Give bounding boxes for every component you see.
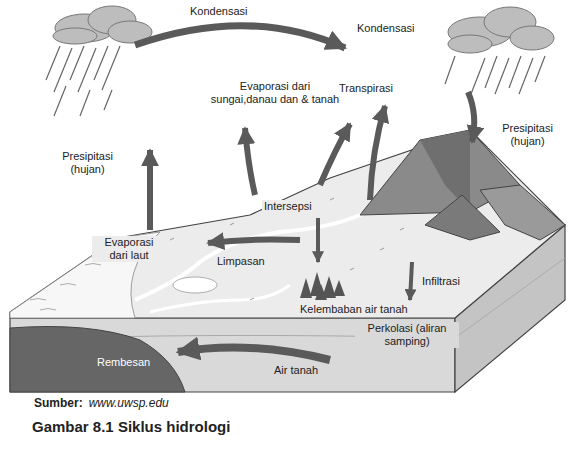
river — [150, 285, 290, 312]
process-label: Air tanah — [272, 364, 320, 377]
process-label: Rembesan — [95, 356, 152, 369]
trees — [300, 272, 345, 300]
land-surface — [10, 130, 565, 318]
process-label: Limpasan — [215, 255, 267, 268]
process-label: Infiltrasi — [420, 275, 462, 288]
cloud — [53, 6, 152, 44]
process-label: Evaporasi dari laut — [92, 236, 166, 262]
process-label: Intersepsi — [262, 200, 314, 213]
rain — [46, 46, 120, 116]
seepage-region — [10, 327, 185, 393]
ocean-waves — [30, 264, 101, 311]
process-label: Transpirasi — [337, 82, 395, 95]
process-label: Evaporasi dari sungai,danau dan & tanah — [205, 80, 345, 106]
process-label: Presipitasi (hujan) — [48, 150, 127, 176]
rain — [445, 56, 545, 94]
process-label: Kelembaban air tanah — [298, 303, 410, 316]
cloud — [448, 7, 554, 53]
process-label: Kondensasi — [188, 5, 250, 18]
flow-arrow — [135, 26, 474, 360]
source-label: Sumber: — [32, 396, 85, 411]
lake — [173, 277, 217, 293]
process-label: Kondensasi — [355, 22, 417, 35]
process-label: Presipitasi (hujan) — [488, 122, 567, 148]
figure-caption: Gambar 8.1 Siklus hidrologi — [32, 418, 230, 435]
mountain — [480, 185, 565, 240]
process-label: Perkolasi (aliran samping) — [355, 322, 459, 348]
source-url: www.uwsp.edu — [87, 396, 171, 411]
